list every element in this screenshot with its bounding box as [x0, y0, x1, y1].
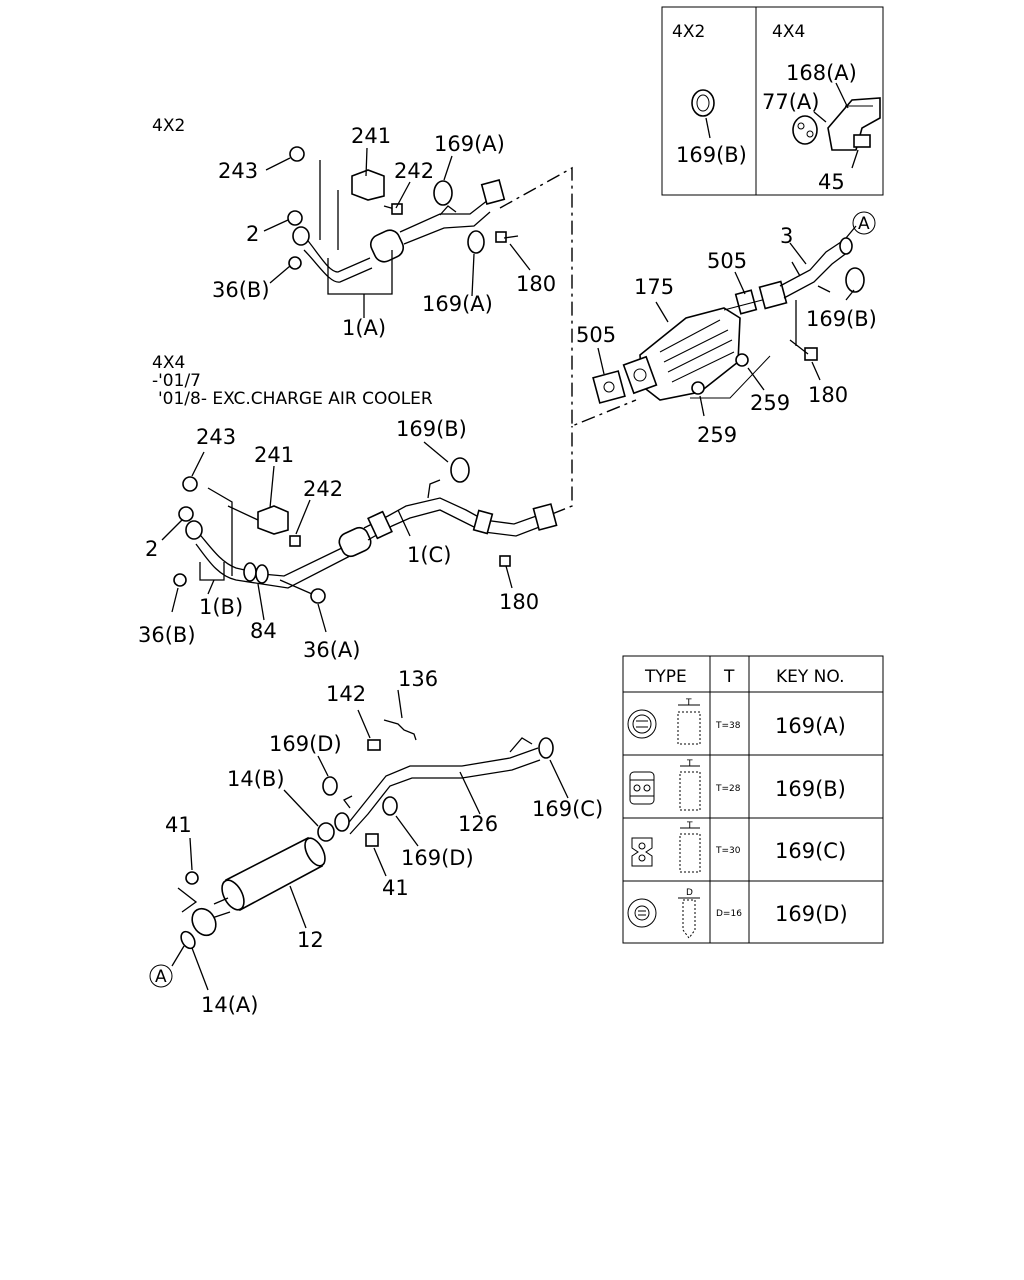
inset-4x4-title: 4X4: [772, 22, 805, 42]
svg-text:A: A: [155, 967, 167, 987]
label-243-top: 243: [218, 159, 258, 183]
label-3: 3: [780, 224, 793, 248]
front-pipe-4x2: [263, 146, 531, 318]
round-mount-icon: [627, 709, 657, 739]
label-12: 12: [297, 928, 324, 952]
label-241-mid: 241: [254, 443, 294, 467]
label-175: 175: [634, 275, 674, 299]
label-505-left: 505: [576, 323, 616, 347]
svg-text:T: T: [686, 821, 693, 831]
table-cell-key: 169(B): [775, 777, 846, 801]
svg-text:A: A: [858, 214, 870, 234]
inset-mount-169b: [691, 89, 715, 139]
variant-inset: 4X2 4X4 169(B) 168(A) 77(A) 45: [661, 6, 884, 196]
label-2-top: 2: [246, 222, 259, 246]
label-1a: 1(A): [342, 316, 386, 340]
label-169b-mid: 169(B): [396, 417, 467, 441]
inset-4x2-title: 4X2: [672, 22, 705, 42]
label-169d-low: 169(D): [401, 846, 474, 870]
thickness-gauge-icon: T: [679, 759, 701, 811]
section-4x4-line2: -'01/7: [152, 371, 201, 391]
two-hole-mount-icon: [631, 837, 653, 867]
table-cell-key: 169(A): [775, 714, 846, 738]
label-180-top: 180: [516, 272, 556, 296]
four-hole-mount-icon: [629, 771, 655, 805]
section-4x4-line3: '01/8- EXC.CHARGE AIR COOLER: [158, 389, 433, 409]
label-242-top: 242: [394, 159, 434, 183]
label-259-low: 259: [697, 423, 737, 447]
plug-mount-icon: [627, 898, 657, 928]
label-14a: 14(A): [201, 993, 258, 1017]
label-168a: 168(A): [786, 61, 857, 85]
table-cell-key: 169(D): [775, 902, 848, 926]
label-169b-inset: 169(B): [676, 143, 747, 167]
label-84: 84: [250, 619, 277, 643]
catalytic-converter: [592, 271, 771, 417]
label-169b-right: 169(B): [806, 307, 877, 331]
svg-text:T: T: [686, 759, 693, 769]
label-180-right: 180: [808, 383, 848, 407]
table-cell-key: 169(C): [775, 839, 846, 863]
svg-text:T: T: [685, 698, 692, 708]
label-2-mid: 2: [145, 537, 158, 561]
section-4x4-heading: 4X4 -'01/7 '01/8- EXC.CHARGE AIR COOLER: [152, 353, 433, 409]
label-243-mid: 243: [196, 425, 236, 449]
table-row: D D=16 169(D): [627, 888, 848, 939]
label-1b: 1(B): [199, 595, 243, 619]
thickness-gauge-icon: T: [679, 821, 701, 873]
rear-exhaust: [171, 689, 569, 991]
label-242-mid: 242: [303, 477, 343, 501]
connector-lines: [499, 166, 637, 515]
table-header-key: KEY NO.: [776, 667, 845, 687]
label-259-right: 259: [750, 391, 790, 415]
inset-bracket-4x4: [792, 82, 881, 169]
section-4x2-title: 4X2: [152, 116, 185, 136]
label-241-top: 241: [351, 124, 391, 148]
table-cell-t: T=38: [715, 721, 741, 731]
label-169c: 169(C): [532, 797, 603, 821]
diameter-gauge-icon: D: [678, 888, 700, 939]
section-4x4-line1: 4X4: [152, 353, 185, 373]
label-36b-top: 36(B): [212, 278, 270, 302]
label-41-left: 41: [165, 813, 192, 837]
label-36a: 36(A): [303, 638, 360, 662]
label-14b: 14(B): [227, 767, 285, 791]
label-126: 126: [458, 812, 498, 836]
label-136: 136: [398, 667, 438, 691]
table-cell-t: D=16: [716, 909, 742, 919]
reference-a-right: A: [852, 211, 876, 235]
label-45: 45: [818, 170, 845, 194]
label-180-mid: 180: [499, 590, 539, 614]
label-169d-top: 169(D): [269, 732, 342, 756]
label-505-right: 505: [707, 249, 747, 273]
table-cell-t: T=28: [715, 784, 741, 794]
label-36b-mid: 36(B): [138, 623, 196, 647]
intermediate-pipe-3: [758, 225, 865, 381]
label-169a-top: 169(A): [434, 132, 505, 156]
svg-text:D: D: [686, 888, 693, 898]
table-row: T T=38 169(A): [627, 698, 846, 745]
label-41-low: 41: [382, 876, 409, 900]
mount-type-table: TYPE T KEY NO. T T=38 169(A): [622, 655, 884, 944]
thickness-gauge-icon: T: [677, 698, 701, 745]
table-row: T T=28 169(B): [629, 759, 846, 811]
table-row: T T=30 169(C): [631, 821, 846, 873]
front-pipe-4x4: [161, 441, 558, 633]
label-169a-mid: 169(A): [422, 292, 493, 316]
table-cell-t: T=30: [715, 846, 741, 856]
label-77a: 77(A): [762, 90, 819, 114]
table-header-t: T: [723, 667, 735, 687]
label-142: 142: [326, 682, 366, 706]
label-1c: 1(C): [407, 543, 451, 567]
table-header-type: TYPE: [644, 667, 687, 687]
reference-a-left: A: [149, 964, 173, 988]
